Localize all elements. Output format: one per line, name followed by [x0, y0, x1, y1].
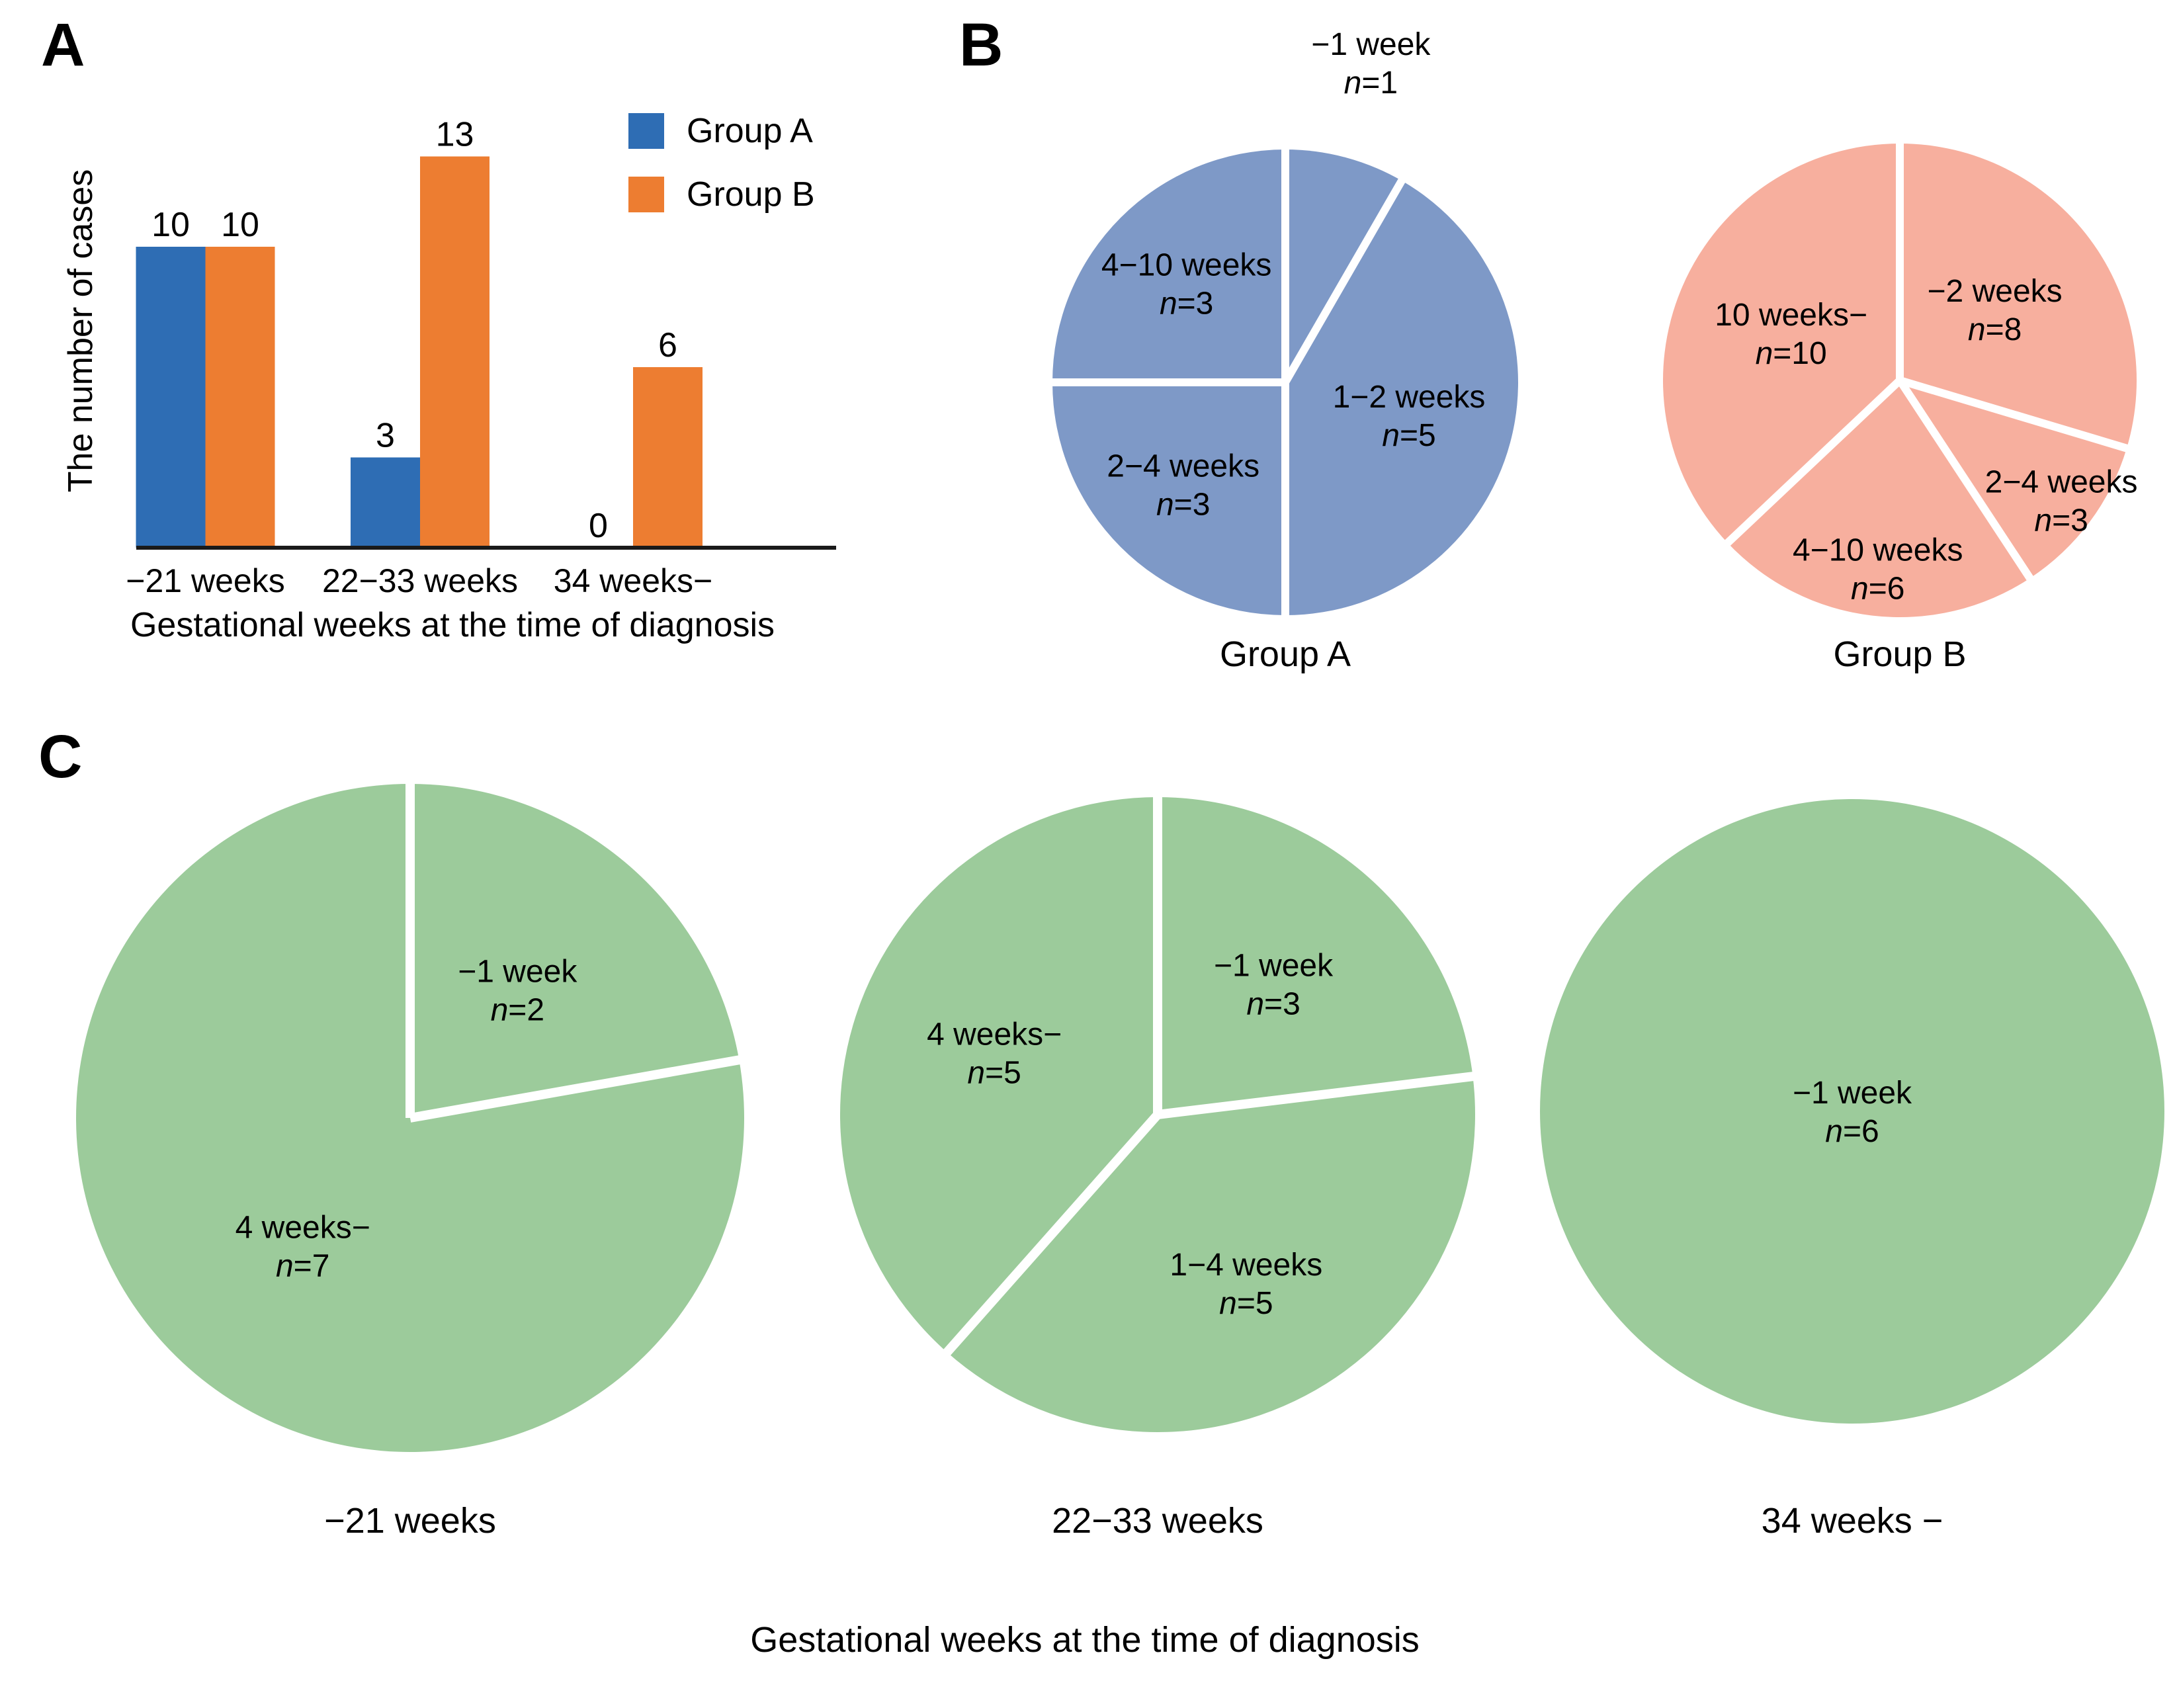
pie-group-a-slice [1052, 149, 1285, 382]
bar-y-axis-label: The number of cases [62, 169, 100, 493]
pie-divider-line [1896, 378, 2034, 581]
bar-group-b-2 [633, 367, 703, 548]
pie-c-under21weeks-slice [410, 784, 740, 1118]
pie-c-22-33weeks-slice [1158, 797, 1473, 1115]
x-tick-label: −21 weeks [126, 562, 284, 599]
pie-slice-n-label: n=1 [1344, 65, 1398, 101]
pie-slice-label: 4 weeks− [235, 1210, 370, 1245]
pie-slice-n-label: n=5 [1382, 418, 1435, 453]
pie-slice-n-label: n=3 [1246, 986, 1300, 1021]
pie-c-34weeks-slice [1540, 799, 2164, 1424]
pie-slice-label: −1 week [458, 955, 577, 990]
pie-slice-n-label: n=5 [1219, 1286, 1273, 1321]
pie-divider-line [409, 1055, 741, 1123]
pie-group-a-slice [1052, 382, 1285, 615]
pie-divider-line [943, 1111, 1162, 1356]
group-b-swatch [628, 177, 664, 212]
pie-slice-label: 10 weeks− [1715, 298, 1867, 333]
pie-divider-line [1724, 377, 1903, 546]
bar-value-label: 3 [376, 417, 395, 455]
pie-slice-label: 4 weeks− [927, 1017, 1062, 1052]
bar-value-label: 10 [151, 206, 190, 244]
legend-row-group-b: Group B [628, 175, 815, 214]
pie-slice-label: −1 week [1793, 1076, 1912, 1111]
pie-slice-n-label: n=6 [1825, 1114, 1879, 1149]
bar-x-axis-title: Gestational weeks at the time of diagnos… [130, 606, 775, 644]
pie-group-a-caption: Group A [1219, 634, 1351, 674]
pie-slice-n-label: n=7 [276, 1248, 329, 1283]
pie-group-b-slice [1662, 144, 1900, 543]
pie-slice-n-label: n=3 [1156, 487, 1210, 522]
bar-value-label: 6 [658, 326, 677, 364]
pie-slice-label: 4−10 weeks [1793, 533, 1963, 568]
panel-a-letter: A [41, 11, 85, 79]
pie-c1-caption: −21 weeks [324, 1501, 496, 1541]
pie-slice-n-label: n=2 [491, 993, 544, 1028]
pie-slice-n-label: n=3 [1160, 286, 1213, 321]
pie-c3-caption: 34 weeks − [1761, 1501, 1943, 1541]
bar-group-a-0 [136, 247, 206, 548]
bar-group-b-1 [420, 156, 490, 548]
bar-group-a-1 [351, 457, 420, 548]
pie-slice-label: 1−4 weeks [1170, 1248, 1322, 1283]
pie-group-b-slice [1900, 144, 2137, 448]
pie-slice-label: 4−10 weeks [1101, 248, 1272, 283]
pie-c-22-33weeks-slice [947, 1076, 1476, 1433]
pie-slice-label: 1−2 weeks [1333, 380, 1486, 415]
pie-c2-caption: 22−33 weeks [1052, 1501, 1263, 1541]
bar-value-label: 10 [221, 206, 259, 244]
pie-slice-n-label: n=3 [2034, 503, 2088, 538]
pie-slice-label: 2−4 weeks [1985, 465, 2138, 500]
x-tick-label: 22−33 weeks [322, 562, 518, 599]
pie-group-b-caption: Group B [1833, 634, 1967, 674]
pie-slice-n-label: n=5 [967, 1055, 1021, 1090]
pie-slice-label: −1 week [1311, 27, 1431, 62]
pie-group-b-slice [1727, 380, 2030, 617]
pie-slice-label: −1 week [1214, 948, 1334, 983]
pie-slice-label: 2−4 weeks [1107, 448, 1259, 484]
x-tick-label: 34 weeks− [554, 562, 712, 599]
group-b-legend-label: Group B [687, 175, 815, 214]
group-a-swatch [628, 113, 664, 149]
bar-value-label: 13 [436, 116, 474, 154]
pie-c-22-33weeks-slice [839, 797, 1158, 1353]
pie-slice-n-label: n=8 [1968, 312, 2022, 347]
panel-c-x-axis-title: Gestational weeks at the time of diagnos… [750, 1620, 1420, 1660]
pie-slice-n-label: n=10 [1756, 336, 1827, 371]
bar-legend: Group A Group B [628, 111, 815, 238]
pie-divider-line [1157, 1072, 1474, 1119]
panel-c-letter: C [38, 723, 83, 790]
bar-value-label: 0 [589, 507, 608, 545]
legend-row-group-a: Group A [628, 111, 815, 151]
pie-slice-label: −2 weeks [1928, 274, 2063, 309]
pie-divider-line [1281, 178, 1406, 384]
pie-slice-n-label: n=6 [1851, 571, 1904, 606]
pie-group-b-slice [1900, 380, 2127, 579]
pie-divider-line [1898, 376, 2129, 452]
group-a-legend-label: Group A [687, 112, 813, 150]
bar-group-b-0 [205, 247, 275, 548]
panel-b-letter: B [959, 11, 1003, 79]
